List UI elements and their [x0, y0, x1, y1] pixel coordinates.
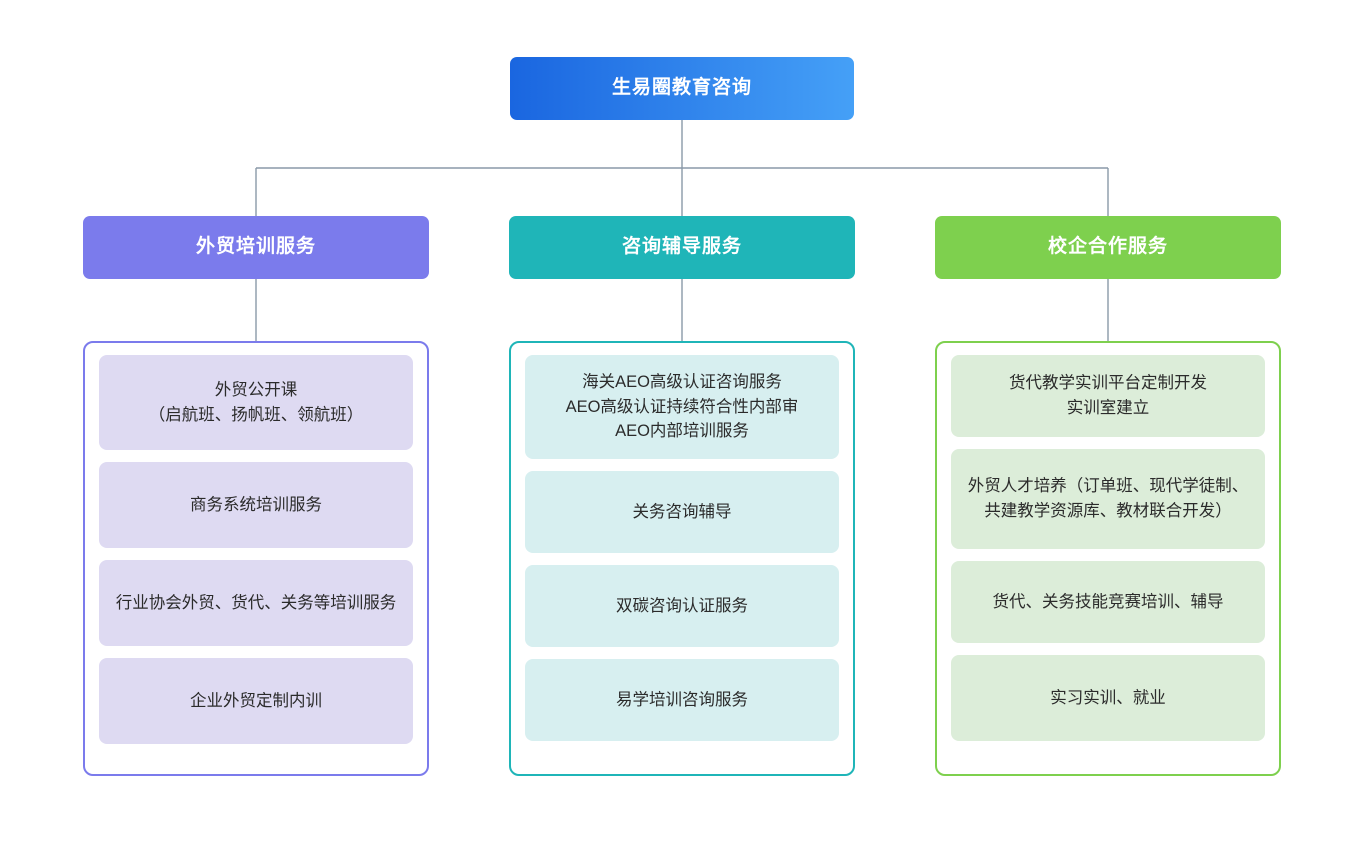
leaf-card[interactable]: 双碳咨询认证服务 [525, 565, 839, 647]
branch-column-校企合作服务: 校企合作服务 货代教学实训平台定制开发 实训室建立 外贸人才培养（订单班、现代学… [935, 216, 1281, 776]
leaf-card[interactable]: 行业协会外贸、货代、关务等培训服务 [99, 560, 413, 646]
leaf-card-label: 双碳咨询认证服务 [616, 596, 748, 615]
leaf-card-label: 行业协会外贸、货代、关务等培训服务 [115, 593, 397, 612]
leaf-card-label: 外贸人才培养（订单班、现代学徒制、共建教学资源库、教材联合开发） [967, 477, 1249, 520]
branch-column-咨询辅导服务: 咨询辅导服务 海关AEO高级认证咨询服务 AEO高级认证持续符合性内部审 AEO… [509, 216, 855, 776]
leaf-card[interactable]: 关务咨询辅导 [525, 471, 839, 553]
leaf-card[interactable]: 商务系统培训服务 [99, 462, 413, 548]
branch-header-2[interactable]: 校企合作服务 [935, 216, 1281, 279]
leaf-card[interactable]: 海关AEO高级认证咨询服务 AEO高级认证持续符合性内部审 AEO内部培训服务 [525, 355, 839, 459]
leaf-card-label: 外贸公开课 （启航班、扬帆班、领航班） [148, 380, 364, 424]
leaf-card-label: 货代教学实训平台定制开发 实训室建立 [1009, 374, 1207, 417]
branch-header-label-0: 外贸培训服务 [195, 236, 316, 258]
leaf-card[interactable]: 外贸公开课 （启航班、扬帆班、领航班） [99, 355, 413, 450]
leaf-card[interactable]: 货代、关务技能竞赛培训、辅导 [951, 561, 1265, 643]
leaf-card-label: 企业外贸定制内训 [190, 691, 322, 710]
leaf-card-label: 商务系统培训服务 [190, 495, 322, 514]
branch-group-box-2: 货代教学实训平台定制开发 实训室建立 外贸人才培养（订单班、现代学徒制、共建教学… [935, 341, 1281, 776]
leaf-card[interactable]: 企业外贸定制内训 [99, 658, 413, 744]
branch-group-box-1: 海关AEO高级认证咨询服务 AEO高级认证持续符合性内部审 AEO内部培训服务 … [509, 341, 855, 776]
leaf-card[interactable]: 货代教学实训平台定制开发 实训室建立 [951, 355, 1265, 437]
leaf-card-label: 海关AEO高级认证咨询服务 AEO高级认证持续符合性内部审 AEO内部培训服务 [565, 372, 799, 441]
leaf-card-label: 实习实训、就业 [1050, 688, 1166, 707]
branch-column-外贸培训服务: 外贸培训服务 外贸公开课 （启航班、扬帆班、领航班） 商务系统培训服务 行业协会… [83, 216, 429, 776]
leaf-card[interactable]: 易学培训咨询服务 [525, 659, 839, 741]
leaf-card-label: 关务咨询辅导 [632, 502, 732, 521]
branch-header-1[interactable]: 咨询辅导服务 [509, 216, 855, 279]
branch-header-label-2: 校企合作服务 [1047, 236, 1168, 258]
leaf-card-label: 易学培训咨询服务 [616, 690, 748, 709]
branch-group-box-0: 外贸公开课 （启航班、扬帆班、领航班） 商务系统培训服务 行业协会外贸、货代、关… [83, 341, 429, 776]
root-node-label: 生易圈教育咨询 [611, 77, 752, 99]
branch-header-label-1: 咨询辅导服务 [621, 236, 742, 258]
root-node[interactable]: 生易圈教育咨询 [510, 57, 854, 120]
leaf-card[interactable]: 外贸人才培养（订单班、现代学徒制、共建教学资源库、教材联合开发） [951, 449, 1265, 549]
leaf-card[interactable]: 实习实训、就业 [951, 655, 1265, 741]
leaf-card-label: 货代、关务技能竞赛培训、辅导 [992, 592, 1224, 611]
branch-header-0[interactable]: 外贸培训服务 [83, 216, 429, 279]
